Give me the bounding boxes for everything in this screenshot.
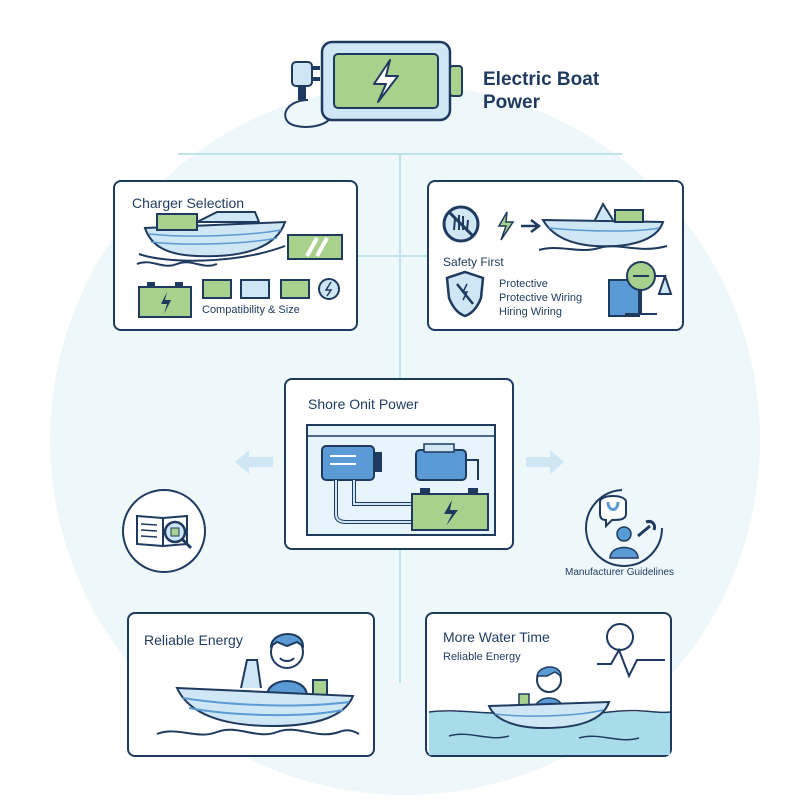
- support-icon: [585, 489, 663, 567]
- protective-label-line-2: Protective Wiring: [499, 292, 583, 304]
- shield-icon: [445, 270, 485, 318]
- scale-battery-icon: [608, 261, 673, 317]
- charger-selection-title: Charger Selection: [132, 195, 245, 211]
- charger-selection-card: Charger Selection Compatibility & Size: [113, 180, 358, 331]
- large-battery-icon: [138, 282, 192, 318]
- charger-strip-icon: [287, 234, 343, 260]
- shore-power-illustration: [306, 424, 496, 536]
- battery-icon: [284, 40, 463, 128]
- water-scene-illustration: [428, 666, 671, 755]
- arrow-left-icon: [235, 450, 273, 474]
- reliable-energy-card: Reliable Energy: [127, 612, 375, 757]
- shore-power-card: Shore Onit Power: [284, 378, 514, 550]
- title-line-1: Electric Boat: [483, 69, 600, 90]
- energy-line-icon: [597, 647, 665, 679]
- manual-icon: [122, 489, 206, 573]
- bolt-arrow-icon: [497, 211, 542, 241]
- battery-size-icons: [202, 278, 340, 300]
- safety-first-card: Safety First Protective Protective Wirin…: [427, 180, 684, 331]
- reliable-energy-title: Reliable Energy: [144, 632, 243, 648]
- arrow-right-icon: [526, 450, 564, 474]
- boat-illustration: [136, 211, 287, 267]
- person-on-boat-illustration: [156, 633, 360, 736]
- plug-icon: [291, 61, 320, 100]
- protective-label-line-1: Protective: [499, 278, 548, 290]
- protective-label-line-3: Hiring Wiring: [499, 306, 562, 318]
- compatibility-caption: Compatibility & Size: [202, 304, 300, 316]
- manufacturer-guidelines-label: Manufacturer Guidelines: [565, 567, 674, 578]
- safety-first-title: Safety First: [443, 255, 504, 269]
- boat-with-battery-icon: [538, 201, 668, 251]
- no-hand-icon: [442, 205, 480, 243]
- more-water-time-subtitle: Reliable Energy: [443, 651, 521, 663]
- protective-wiring-label: Protective Protective Wiring Hiring Wiri…: [499, 277, 582, 319]
- page-title: Electric Boat Power: [483, 68, 599, 114]
- more-water-time-title: More Water Time: [443, 629, 550, 645]
- title-line-2: Power: [483, 92, 541, 113]
- connector-mid-horizontal: [357, 255, 427, 257]
- shore-power-title: Shore Onit Power: [308, 396, 419, 412]
- more-water-time-card: More Water Time Reliable Energy: [425, 612, 672, 757]
